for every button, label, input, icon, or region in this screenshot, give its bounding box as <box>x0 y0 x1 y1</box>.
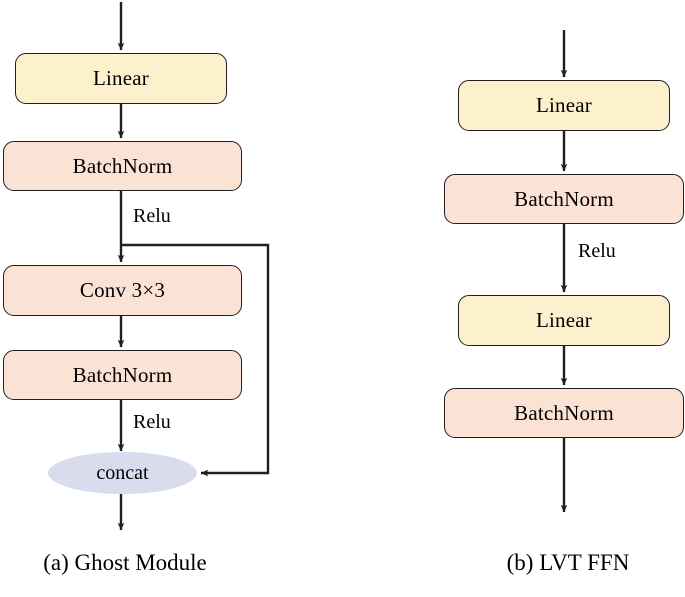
caption-panel-b: (b) LVT FFN <box>506 550 630 575</box>
node-label: concat <box>96 462 149 484</box>
node-label: BatchNorm <box>72 153 173 178</box>
skip-connection-path <box>121 243 270 477</box>
node-label: Conv 3×3 <box>79 278 166 302</box>
node-concat-a[interactable]: concat <box>48 452 197 494</box>
node-batchnorm-a-1[interactable]: BatchNorm <box>3 141 242 191</box>
node-conv-3x3-a[interactable]: Conv 3×3 <box>3 265 242 316</box>
caption-panel-a: (a) Ghost Module <box>43 550 207 575</box>
node-label: Linear <box>93 66 149 90</box>
node-label: BatchNorm <box>514 400 614 425</box>
node-label: BatchNorm <box>514 186 614 211</box>
node-label: Linear <box>536 308 592 332</box>
node-label: Linear <box>536 93 592 117</box>
edge-label-relu-b-1: Relu <box>578 240 616 262</box>
node-label: BatchNorm <box>72 362 173 387</box>
node-batchnorm-b-2[interactable]: BatchNorm <box>444 388 684 438</box>
node-batchnorm-a-2[interactable]: BatchNorm <box>3 350 242 400</box>
node-batchnorm-b-1[interactable]: BatchNorm <box>444 174 684 224</box>
node-linear-b-1[interactable]: Linear <box>458 80 670 131</box>
edge-label-relu-a-1: Relu <box>133 205 171 227</box>
node-linear-a[interactable]: Linear <box>15 53 227 104</box>
edge-label-relu-a-2: Relu <box>133 411 171 433</box>
node-linear-b-2[interactable]: Linear <box>458 295 670 346</box>
